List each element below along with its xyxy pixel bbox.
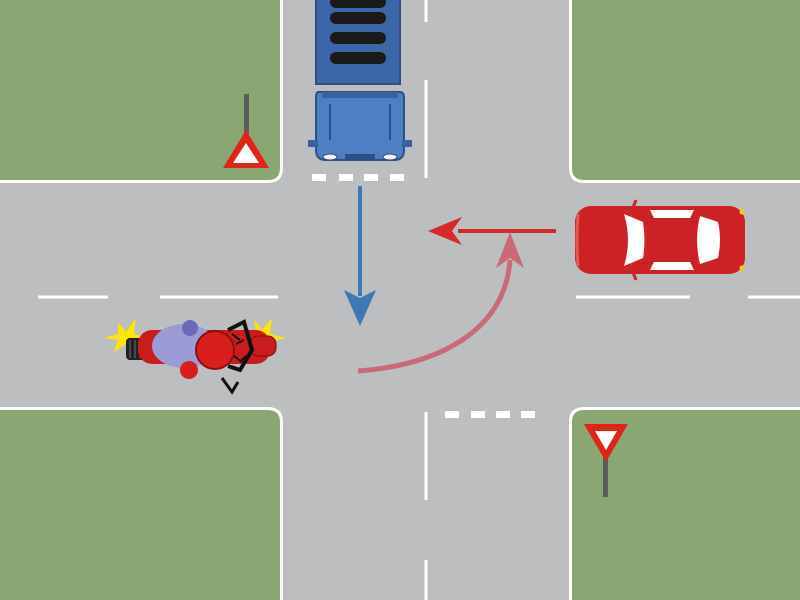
truck-mirror-left — [308, 140, 318, 147]
lane-markings — [38, 0, 800, 600]
motorcycle-front-wheel — [249, 335, 277, 357]
give-way-line-north — [312, 174, 404, 181]
sign-post — [603, 455, 608, 497]
car-rear-window — [697, 216, 720, 264]
car-arrow — [428, 217, 556, 245]
motorcycle — [104, 318, 286, 395]
truck-headlight-left — [322, 153, 338, 161]
grass-top-right — [572, 0, 800, 180]
yield-sign — [584, 424, 628, 497]
car-windshield — [624, 214, 645, 266]
truck-mirror-right — [402, 140, 412, 147]
truck-arrow — [344, 186, 376, 326]
motorcycle-arrow — [357, 232, 524, 374]
warning-triangle-sign — [223, 94, 269, 168]
sign-post — [244, 94, 249, 134]
indicator-flash-rear-left — [104, 318, 148, 354]
give-way-line-south — [445, 411, 535, 418]
truck-headlight-right — [382, 153, 398, 161]
grass-top-left — [0, 0, 280, 180]
car — [575, 199, 745, 281]
grass-bottom-right — [572, 410, 800, 600]
truck — [308, 0, 412, 161]
rider-helmet — [195, 330, 235, 370]
motorcycle-handlebar — [227, 319, 255, 373]
grass-bottom-left — [0, 410, 280, 600]
truck-cab — [315, 91, 405, 161]
